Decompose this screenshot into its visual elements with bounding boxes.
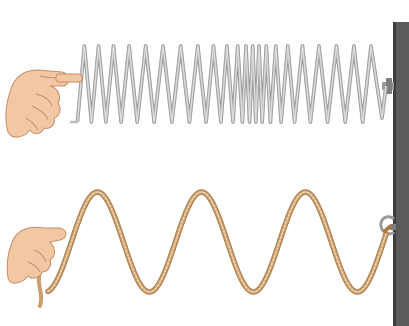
wall-icon: [394, 22, 409, 326]
rope-outline: [45, 189, 389, 295]
wall-edge: [393, 22, 396, 326]
hook-icon: [379, 215, 396, 236]
rope-tie: [382, 224, 393, 234]
spring-icon: [70, 44, 388, 124]
hand-icon: [6, 226, 67, 284]
hand-icon: [5, 69, 83, 138]
spring-coil-highlight: [77, 45, 387, 123]
rope-icon: [36, 189, 393, 308]
rope-highlight: [47, 191, 387, 293]
rope-loose-end: [36, 270, 44, 308]
